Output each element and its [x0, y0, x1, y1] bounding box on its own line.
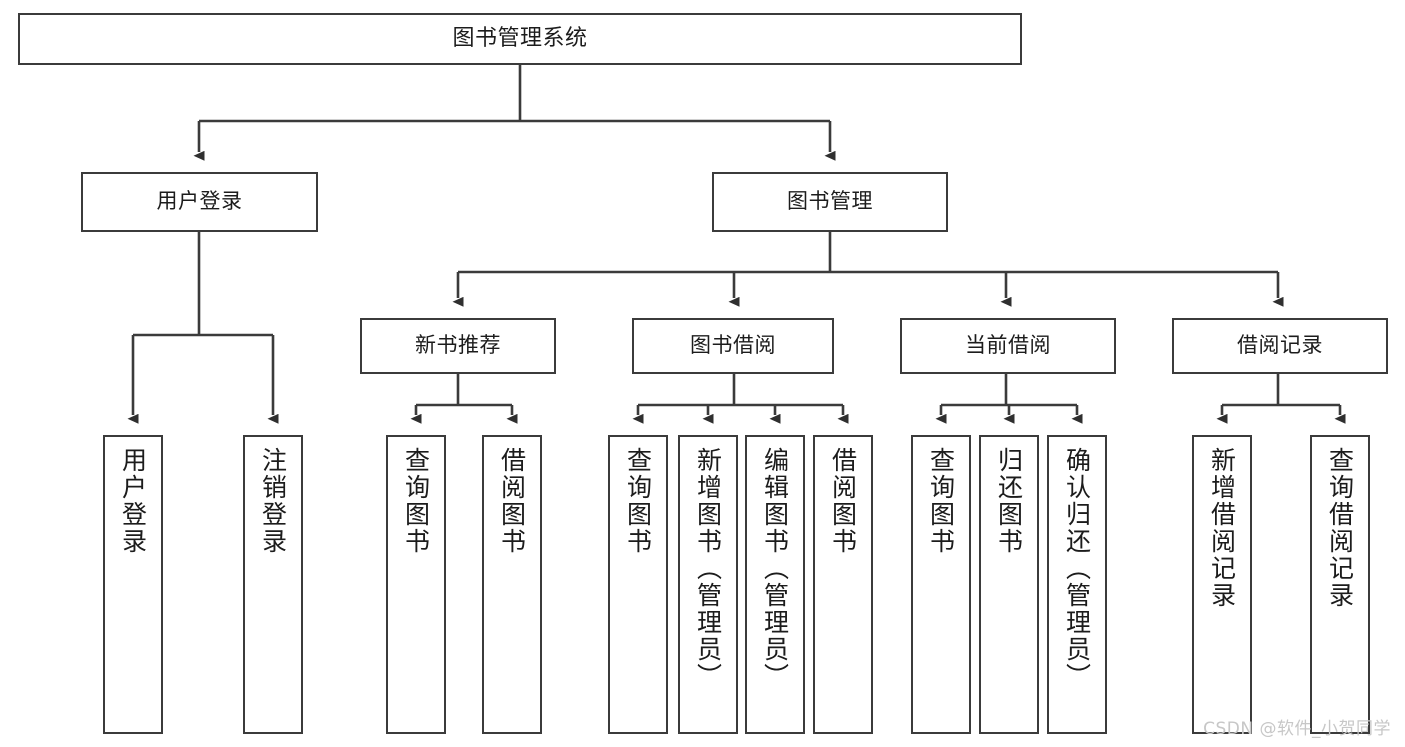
- leaf-current-borrow-query[interactable]: 查询图书: [911, 435, 971, 734]
- leaf-label: 查询图书: [926, 447, 956, 555]
- leaf-borrow-record-query[interactable]: 查询借阅记录: [1310, 435, 1370, 734]
- node-current-borrow-label: 当前借阅: [965, 333, 1051, 358]
- leaf-label: 注销登录: [258, 447, 288, 555]
- leaf-label: 用户登录: [118, 447, 148, 555]
- leaf-label: 查询图书: [623, 447, 653, 555]
- node-book-borrow-label: 图书借阅: [690, 333, 776, 358]
- node-new-book-recommend[interactable]: 新书推荐: [360, 318, 556, 374]
- node-book-manage-label: 图书管理: [787, 189, 873, 214]
- leaf-borrow-record-add[interactable]: 新增借阅记录: [1192, 435, 1252, 734]
- node-book-manage[interactable]: 图书管理: [712, 172, 948, 232]
- node-borrow-record-label: 借阅记录: [1237, 333, 1323, 358]
- node-user-login-label: 用户登录: [156, 189, 243, 214]
- leaf-label: 新增图书（管理员）: [693, 447, 723, 690]
- leaf-user-login-logout[interactable]: 注销登录: [243, 435, 303, 734]
- node-current-borrow[interactable]: 当前借阅: [900, 318, 1116, 374]
- node-borrow-record[interactable]: 借阅记录: [1172, 318, 1388, 374]
- csdn-watermark: CSDN @软件_小贺同学: [1203, 719, 1391, 739]
- node-book-borrow[interactable]: 图书借阅: [632, 318, 834, 374]
- leaf-label: 查询图书: [401, 447, 431, 555]
- leaf-label: 归还图书: [994, 447, 1024, 555]
- leaf-label: 新增借阅记录: [1207, 447, 1237, 609]
- leaf-current-borrow-confirm[interactable]: 确认归还（管理员）: [1047, 435, 1107, 734]
- leaf-current-borrow-return[interactable]: 归还图书: [979, 435, 1039, 734]
- node-new-book-recommend-label: 新书推荐: [415, 333, 501, 358]
- leaf-label: 编辑图书（管理员）: [760, 447, 790, 690]
- leaf-label: 查询借阅记录: [1325, 447, 1355, 609]
- leaf-label: 确认归还（管理员）: [1062, 447, 1092, 690]
- leaf-label: 借阅图书: [497, 447, 527, 555]
- leaf-book-borrow-borrow[interactable]: 借阅图书: [813, 435, 873, 734]
- leaf-new-book-borrow[interactable]: 借阅图书: [482, 435, 542, 734]
- leaf-label: 借阅图书: [828, 447, 858, 555]
- node-root-label: 图书管理系统: [452, 25, 588, 51]
- node-root[interactable]: 图书管理系统: [18, 13, 1022, 65]
- leaf-book-borrow-query[interactable]: 查询图书: [608, 435, 668, 734]
- leaf-book-borrow-edit[interactable]: 编辑图书（管理员）: [745, 435, 805, 734]
- leaf-book-borrow-add[interactable]: 新增图书（管理员）: [678, 435, 738, 734]
- leaf-user-login-login[interactable]: 用户登录: [103, 435, 163, 734]
- leaf-new-book-query[interactable]: 查询图书: [386, 435, 446, 734]
- node-user-login[interactable]: 用户登录: [81, 172, 318, 232]
